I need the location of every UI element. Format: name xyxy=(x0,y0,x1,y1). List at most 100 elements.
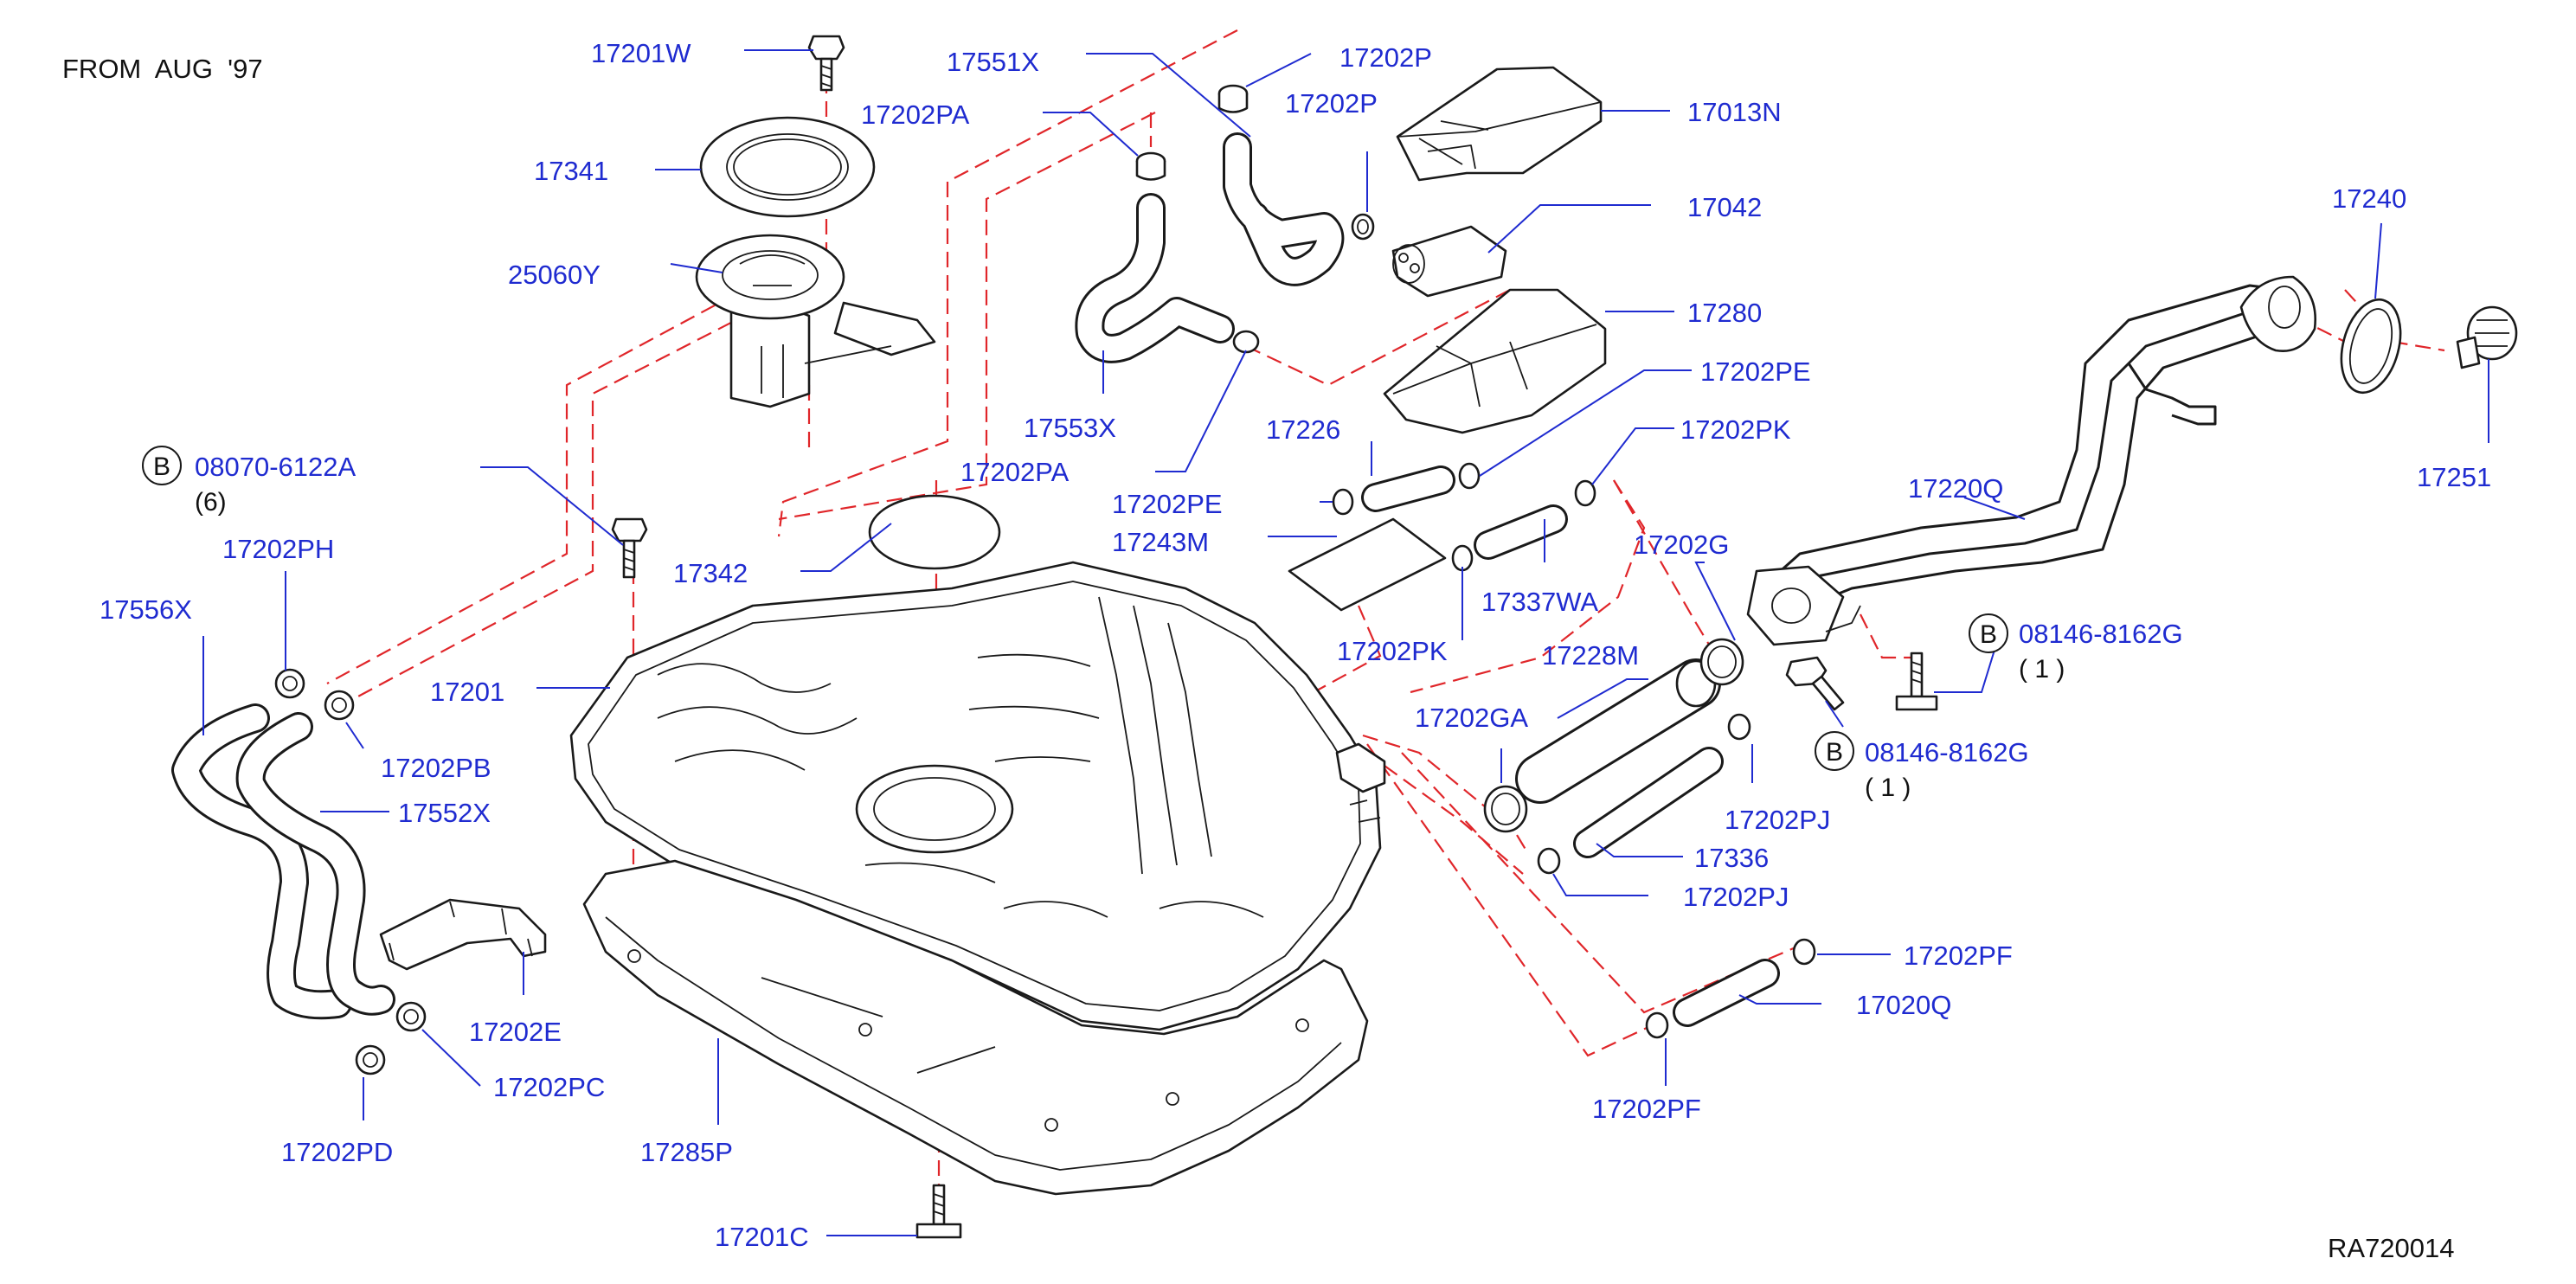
callout-17201[interactable]: 17201 xyxy=(430,677,504,707)
callout-17202PJ-upper[interactable]: 17202PJ xyxy=(1725,805,1830,835)
hose-17556X-icon xyxy=(171,703,352,1020)
callout-17336[interactable]: 17336 xyxy=(1694,843,1769,873)
clip-17202PJ-upper-icon xyxy=(1727,713,1751,741)
clip-17202PD-icon xyxy=(355,1044,386,1075)
clip-17202G-icon xyxy=(1699,638,1744,686)
callout-17202E[interactable]: 17202E xyxy=(469,1017,562,1047)
bolt-08146-a-icon xyxy=(1785,656,1845,711)
callout-17202PF-lower[interactable]: 17202PF xyxy=(1592,1094,1701,1124)
clip-17202PC-icon xyxy=(395,1001,427,1032)
callout-17042[interactable]: 17042 xyxy=(1687,192,1762,222)
gasket-17342-icon xyxy=(868,494,1001,570)
bolt-17201C-icon xyxy=(915,1184,962,1239)
clip-17202PH-icon xyxy=(274,668,305,699)
callout-17202PH[interactable]: 17202PH xyxy=(222,534,334,564)
reservoir-17013N-icon xyxy=(1396,66,1603,182)
callout-17202P-top[interactable]: 17202P xyxy=(1339,42,1432,73)
callout-08070-6122A[interactable]: 08070-6122A xyxy=(195,452,356,482)
callout-17013N[interactable]: 17013N xyxy=(1687,97,1782,127)
bolt-symbol-08146-a: B xyxy=(1969,613,2008,653)
hose-17020Q-icon xyxy=(1673,959,1780,1027)
callout-17553X[interactable]: 17553X xyxy=(1024,413,1116,443)
clip-17202PE-left-icon xyxy=(1332,488,1354,516)
callout-17202PD[interactable]: 17202PD xyxy=(281,1137,393,1167)
fuel-pump-module-25060Y-icon xyxy=(695,234,936,408)
clip-17202PB-icon xyxy=(324,690,355,721)
bolt-symbol-letter: B xyxy=(1826,738,1843,767)
callout-17226[interactable]: 17226 xyxy=(1266,414,1340,445)
clip-17202PF-lower-icon xyxy=(1645,1011,1669,1039)
hose-17553X-icon xyxy=(1075,193,1235,363)
callout-17202PJ-lower[interactable]: 17202PJ xyxy=(1683,882,1789,912)
callout-17240[interactable]: 17240 xyxy=(2332,183,2406,214)
clip-17202PK-left-icon xyxy=(1451,544,1474,572)
bolt-symbol-08070: B xyxy=(142,446,182,485)
callout-17556X[interactable]: 17556X xyxy=(100,594,192,625)
callout-08146-8162G-b[interactable]: 08146-8162G xyxy=(1865,737,2029,767)
gasket-17240-icon xyxy=(2340,298,2402,395)
filler-cap-17251-icon xyxy=(2456,305,2518,369)
bolt-symbol-letter: B xyxy=(153,453,170,481)
callout-08070-6122A-qty: (6) xyxy=(195,488,227,517)
callout-08146-8162G-a-qty: ( 1 ) xyxy=(2019,655,2065,684)
hose-17336-icon xyxy=(1573,747,1724,858)
callout-17341[interactable]: 17341 xyxy=(534,156,608,186)
callout-17202PK-upper[interactable]: 17202PK xyxy=(1680,414,1791,445)
clip-17202PK-right-icon xyxy=(1574,479,1596,507)
part-number-callouts: 17201W 17551X 17202P 17202PA 17202P 1701… xyxy=(100,38,2491,1252)
bolt-symbol-letter: B xyxy=(1980,620,1997,649)
bolt-08146-b-icon xyxy=(1895,652,1938,711)
callout-17202PA-top[interactable]: 17202PA xyxy=(861,100,970,130)
clip-17202PA-icon xyxy=(1135,151,1166,181)
callout-17202PE-lower[interactable]: 17202PE xyxy=(1112,489,1223,519)
hose-17337WA-icon xyxy=(1474,504,1568,560)
callout-17342[interactable]: 17342 xyxy=(673,558,748,588)
callout-17552X[interactable]: 17552X xyxy=(398,798,491,828)
clip-17202GA-icon xyxy=(1483,785,1528,833)
callout-17202G[interactable]: 17202G xyxy=(1634,530,1729,560)
callout-08146-8162G-b-qty: ( 1 ) xyxy=(1865,774,1911,802)
callout-17220Q[interactable]: 17220Q xyxy=(1908,473,2003,504)
callout-17202P-pump[interactable]: 17202P xyxy=(1285,88,1378,119)
callout-17202GA[interactable]: 17202GA xyxy=(1415,703,1528,733)
callout-17202PE-upper[interactable]: 17202PE xyxy=(1700,356,1811,387)
callout-17201W[interactable]: 17201W xyxy=(591,38,691,68)
header-note: FROM AUG '97 xyxy=(62,54,263,84)
callout-17202PK-lower[interactable]: 17202PK xyxy=(1337,636,1448,666)
protector-17285P-icon xyxy=(582,859,1369,1196)
filler-tube-17220Q-icon xyxy=(1746,275,2316,646)
pad-17243M-icon xyxy=(1288,517,1447,612)
callout-17285P[interactable]: 17285P xyxy=(640,1137,733,1167)
bracket-17280-icon xyxy=(1383,288,1607,434)
clip-17202PF-upper-icon xyxy=(1792,938,1816,966)
callout-25060Y[interactable]: 25060Y xyxy=(508,260,601,290)
clip-17553X-end-icon xyxy=(1232,330,1260,354)
callout-17243M[interactable]: 17243M xyxy=(1112,527,1209,557)
callout-17251[interactable]: 17251 xyxy=(2417,462,2491,492)
callout-17280[interactable]: 17280 xyxy=(1687,298,1762,328)
clip-17202PJ-lower-icon xyxy=(1537,847,1561,875)
hose-17552X-icon xyxy=(235,712,395,1016)
callout-17201C[interactable]: 17201C xyxy=(715,1222,809,1252)
callout-17202PB[interactable]: 17202PB xyxy=(381,753,491,783)
clip-17202P-top-icon xyxy=(1217,84,1249,113)
callout-17202PC[interactable]: 17202PC xyxy=(493,1072,605,1102)
assembly-guide-lines xyxy=(326,29,2445,1216)
callout-17551X[interactable]: 17551X xyxy=(947,47,1039,77)
callout-08146-8162G-a[interactable]: 08146-8162G xyxy=(2019,619,2183,649)
hose-17226-icon xyxy=(1361,465,1455,512)
lock-ring-17341-icon xyxy=(699,116,876,218)
bolt-17201W-icon xyxy=(807,35,845,92)
diagram-code: RA720014 xyxy=(2328,1233,2455,1263)
callout-17228M[interactable]: 17228M xyxy=(1542,640,1639,671)
clip-17202PE-right-icon xyxy=(1458,462,1481,490)
callout-17020Q[interactable]: 17020Q xyxy=(1856,990,1951,1020)
callout-17202PF-upper[interactable]: 17202PF xyxy=(1904,941,2013,971)
hose-17551X-icon xyxy=(1223,132,1345,286)
callout-17202PA-lower[interactable]: 17202PA xyxy=(960,457,1070,487)
leader-lines xyxy=(202,49,2489,1236)
fuel-tank-17201-icon xyxy=(569,561,1386,1031)
bolt-symbol-08146-b: B xyxy=(1815,731,1854,771)
callout-17337WA[interactable]: 17337WA xyxy=(1481,587,1598,617)
